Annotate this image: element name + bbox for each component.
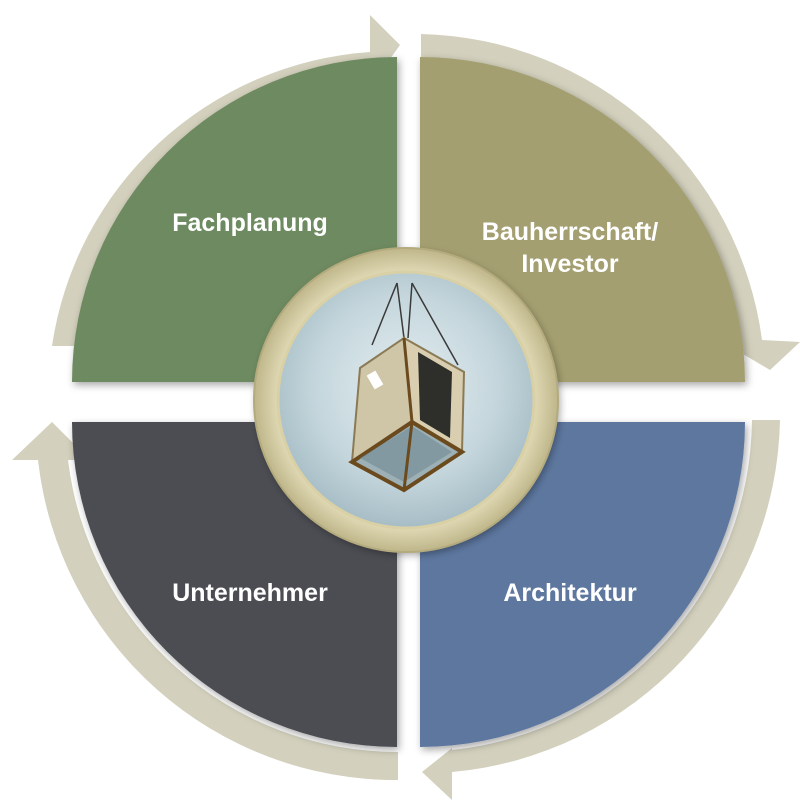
center-medallion <box>253 247 559 553</box>
elevator-cabin-image <box>348 282 466 493</box>
label-bauherrschaft: Bauherrschaft/ <box>482 218 658 246</box>
label-architektur: Architektur <box>503 579 637 607</box>
cycle-arrows <box>12 15 800 800</box>
arrow-top-right <box>421 34 800 370</box>
label-investor: Investor <box>521 250 619 278</box>
arrow-bottom-left <box>12 422 398 781</box>
label-unternehmer: Unternehmer <box>172 579 328 607</box>
arrow-bottom-right <box>422 420 780 800</box>
label-fachplanung: Fachplanung <box>172 209 328 237</box>
center-ring-edge <box>253 247 559 553</box>
